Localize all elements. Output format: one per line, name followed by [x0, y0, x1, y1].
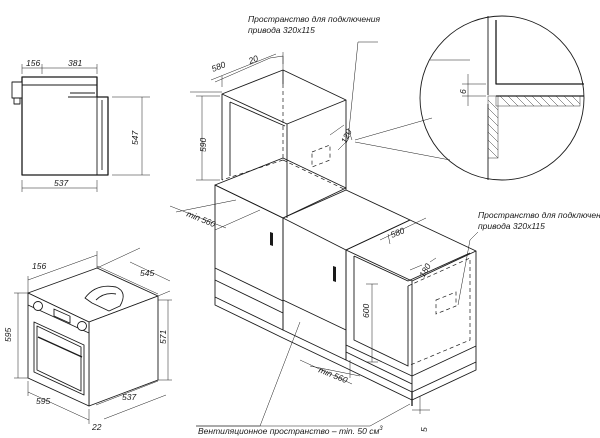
right-drive-note-line2: привода 320х115: [478, 221, 545, 231]
front-dim-537: 537: [122, 392, 136, 402]
front-dim-595-width: 595: [36, 396, 50, 406]
upper-dim-590: 590: [198, 138, 208, 152]
lower-dim-180: 180: [417, 261, 433, 279]
lower-dim-580: 580: [389, 225, 406, 240]
side-dim-381: 381: [68, 58, 82, 68]
side-dim-537: 537: [54, 178, 68, 188]
top-drive-note-line2: привода 320х115: [248, 25, 315, 35]
front-dim-22: 22: [91, 422, 102, 432]
upper-dim-20: 20: [246, 53, 260, 66]
lower-dim-5: 5: [419, 427, 429, 432]
ventilation-note-superscript: 3: [379, 426, 383, 432]
ventilation-note-text: Вентиляционное пространство – min. 50 см: [198, 426, 379, 436]
detail-dim-6: 6: [458, 89, 468, 94]
oven-front-view: [14, 247, 172, 424]
front-dim-156: 156: [32, 261, 46, 271]
cabinet-assembly: [169, 41, 479, 427]
ventilation-note: Вентиляционное пространство – min. 50 см…: [198, 426, 383, 436]
lower-dim-600: 600: [361, 304, 371, 318]
oven-side-view: [11, 64, 150, 192]
upper-dim-580: 580: [210, 59, 227, 74]
side-dim-156: 156: [26, 58, 40, 68]
top-drive-note-line1: Пространство для подключения: [248, 14, 380, 24]
front-dim-571: 571: [158, 330, 168, 344]
front-dim-595-height: 595: [3, 328, 13, 342]
detail-view: [354, 15, 585, 181]
right-drive-note-line1: Пространство для подключения: [478, 210, 600, 220]
upper-dim-min560: min 560: [185, 209, 217, 230]
side-dim-547: 547: [130, 131, 140, 145]
front-dim-545: 545: [140, 268, 154, 278]
upper-dim-120: 120: [339, 128, 354, 145]
